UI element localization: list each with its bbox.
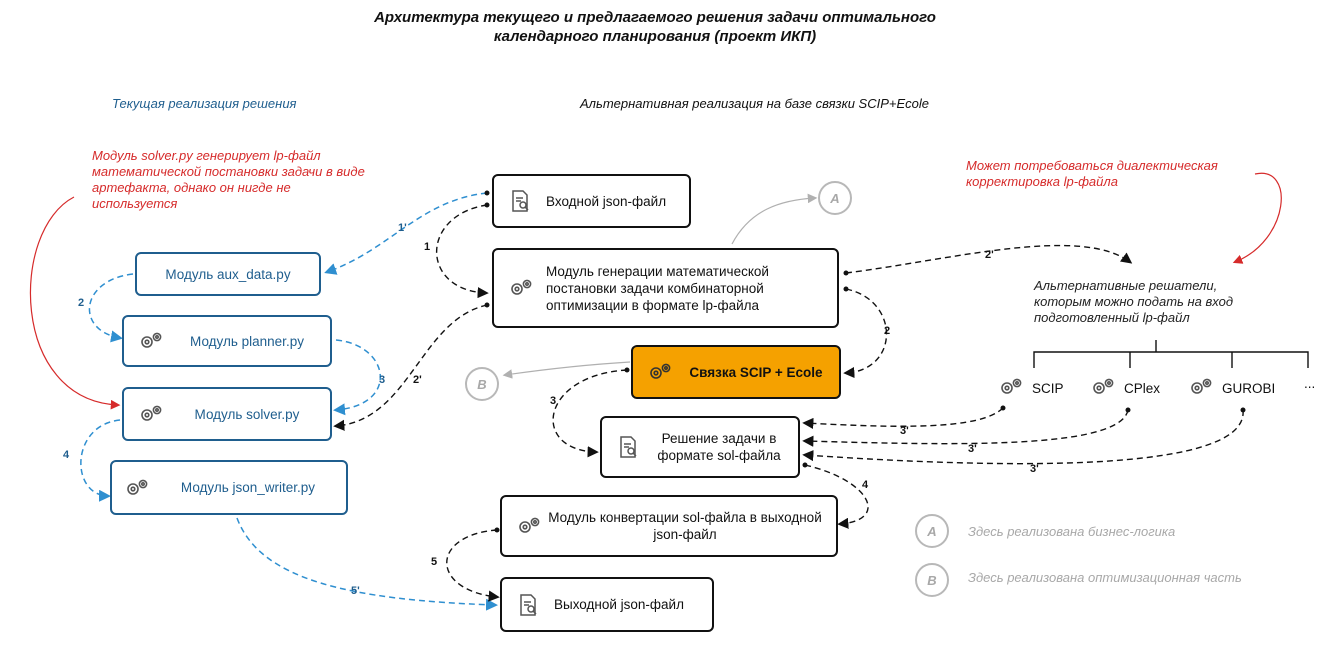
- edge-dialect-note: [1232, 172, 1282, 264]
- module-solver[interactable]: Модуль solver.py: [122, 387, 332, 441]
- alt-output-json[interactable]: Выходной json-файл: [500, 577, 714, 632]
- dialect-note: Может потребоваться диалектическая корре…: [966, 158, 1218, 189]
- step-label-group: 1' 2 3 4 5' 1 2' 2 2' 3 3' 3' 3' 4 5: [63, 222, 1039, 597]
- gears-icon: [998, 376, 1024, 401]
- alt-converter-label: Модуль конвертации sol-файла в выходной …: [548, 510, 822, 542]
- alt-edge-2p-right: [845, 244, 1133, 274]
- edge-to-B: [502, 361, 631, 379]
- alt-edge-1: [436, 204, 489, 299]
- gears-icon: [516, 515, 542, 537]
- solver-gurobi[interactable]: GUROBI: [1188, 376, 1275, 401]
- alt-edge-3p-gurobi: [802, 409, 1244, 465]
- section-alternative-label: Альтернативная реализация на базе связки…: [580, 96, 930, 111]
- endpoint-dots: [484, 190, 1246, 533]
- legend-marker-a: A: [915, 514, 949, 548]
- solver-cplex[interactable]: CPlex: [1090, 376, 1160, 401]
- alt-sol-file-label: Решение задачи в формате sol-файла: [657, 431, 781, 463]
- alt-step-3p-b: 3': [968, 443, 977, 455]
- module-planner-label: Модуль planner.py: [190, 333, 304, 349]
- marker-b: B: [465, 367, 499, 401]
- document-search-icon: [510, 189, 532, 213]
- module-json-writer[interactable]: Модуль json_writer.py: [110, 460, 348, 515]
- alt-edge-4: [804, 464, 869, 529]
- alt-sol-file[interactable]: Решение задачи в формате sol-файла: [600, 416, 800, 478]
- solver-scip[interactable]: SCIP: [998, 376, 1064, 401]
- alt-step-3: 3: [550, 395, 556, 407]
- edge-to-A: [731, 193, 818, 245]
- diagram-title: Архитектура текущего и предлагаемого реш…: [290, 8, 1020, 46]
- alt-edge-5: [446, 529, 500, 602]
- legend-a-text: Здесь реализована бизнес-логика: [968, 524, 1176, 539]
- alt-step-2p: 2': [413, 374, 422, 386]
- edge-note-to-solver: [29, 196, 121, 410]
- gears-icon: [1090, 376, 1116, 401]
- alt-edge-2: [843, 288, 888, 379]
- current-connectors: [80, 192, 498, 611]
- edge-5p: [236, 517, 498, 611]
- step-4: 4: [63, 449, 70, 461]
- alt-solvers-note: Альтернативные решатели, которым можно п…: [1034, 278, 1234, 325]
- legend-marker-b: B: [915, 563, 949, 597]
- alt-scip-ecole[interactable]: Связка SCIP + Ecole: [631, 345, 841, 399]
- module-solver-label: Модуль solver.py: [194, 406, 300, 422]
- solver-scip-label: SCIP: [1032, 381, 1064, 396]
- gears-icon: [647, 361, 673, 383]
- solver-cplex-label: CPlex: [1124, 381, 1161, 396]
- alt-edge-3p-scip: [802, 407, 1004, 430]
- solvers-bracket: [1033, 340, 1309, 368]
- alt-step-2p-right: 2': [985, 249, 994, 261]
- solver-more-label: ...: [1304, 376, 1316, 391]
- step-3: 3: [379, 374, 385, 386]
- document-search-icon: [518, 593, 540, 617]
- alt-input-json-label: Входной json-файл: [546, 193, 667, 209]
- alt-generator[interactable]: Модуль генерации математической постанов…: [492, 248, 839, 328]
- gears-icon: [138, 330, 164, 352]
- edge-2: [88, 273, 134, 343]
- alt-step-3p-c: 3': [1030, 463, 1039, 475]
- section-current-label: Текущая реализация решения: [112, 96, 297, 111]
- gears-icon: [138, 403, 164, 425]
- marker-a: A: [818, 181, 852, 215]
- step-2: 2: [78, 297, 84, 309]
- module-aux-data[interactable]: Модуль aux_data.py: [135, 252, 321, 296]
- gears-icon: [1188, 376, 1214, 401]
- alt-step-2: 2: [884, 325, 890, 337]
- edge-3: [333, 339, 381, 416]
- alt-step-1: 1: [424, 241, 430, 253]
- diagram-title-line1: Архитектура текущего и предлагаемого реш…: [374, 9, 936, 26]
- diagram-title-line2: календарного планирования (проект ИКП): [493, 28, 817, 45]
- edge-4: [80, 419, 121, 502]
- alt-step-4: 4: [862, 479, 869, 491]
- solver-more: ...: [1304, 376, 1315, 391]
- alt-converter[interactable]: Модуль конвертации sol-файла в выходной …: [500, 495, 838, 557]
- alt-edge-2p: [333, 304, 488, 431]
- module-planner[interactable]: Модуль planner.py: [122, 315, 332, 367]
- step-5p: 5': [351, 585, 360, 597]
- alt-step-5: 5: [431, 556, 437, 568]
- alt-generator-label: Модуль генерации математической постанов…: [546, 263, 769, 313]
- gears-icon: [508, 277, 534, 299]
- edge-1p: [324, 192, 488, 275]
- legend-b-text: Здесь реализована оптимизационная часть: [968, 570, 1242, 585]
- alt-connectors: [333, 204, 1244, 602]
- solver-note: Модуль solver.py генерирует lp-файл мате…: [92, 148, 365, 211]
- alt-edge-3p-cplex: [802, 409, 1129, 447]
- alt-scip-ecole-label: Связка SCIP + Ecole: [689, 364, 823, 380]
- document-search-icon: [618, 435, 640, 459]
- solver-gurobi-label: GUROBI: [1222, 381, 1276, 396]
- alt-input-json[interactable]: Входной json-файл: [492, 174, 691, 228]
- step-1p: 1': [398, 222, 407, 234]
- gears-icon: [124, 477, 150, 499]
- alt-output-json-label: Выходной json-файл: [554, 597, 684, 612]
- alt-step-3p-a: 3': [900, 425, 909, 437]
- module-json-writer-label: Модуль json_writer.py: [180, 480, 316, 495]
- module-aux-data-label: Модуль aux_data.py: [165, 266, 291, 282]
- alt-edge-3: [552, 369, 628, 458]
